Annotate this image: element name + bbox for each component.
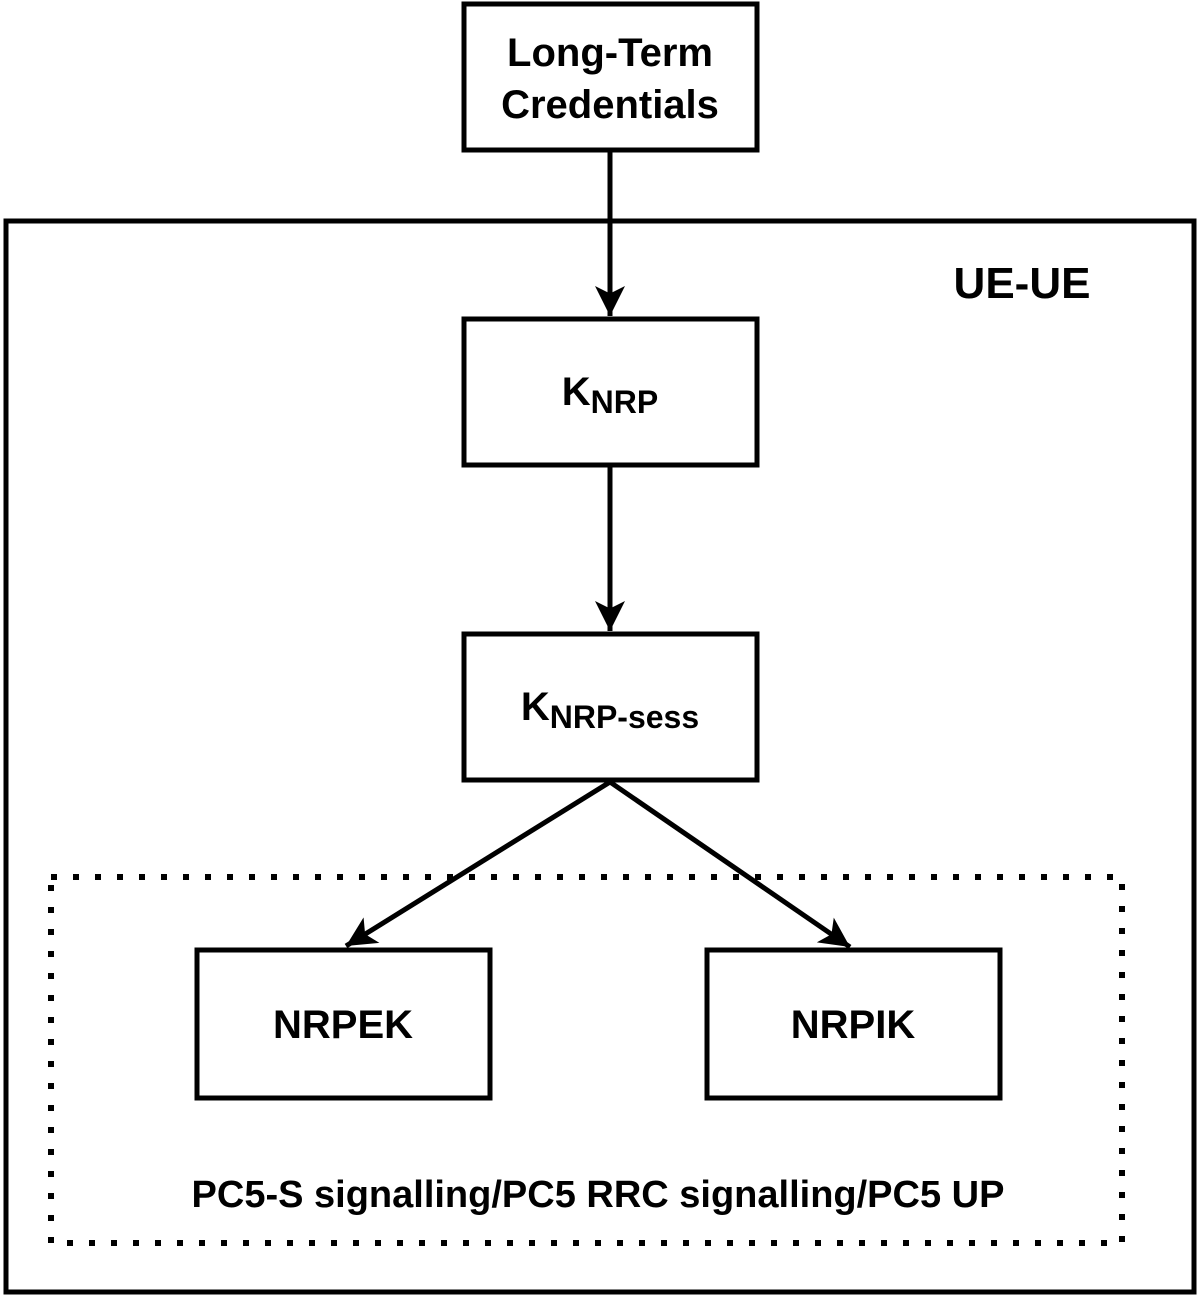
ue-ue-container [3, 218, 1197, 1295]
knrp-sess-main: K [521, 685, 550, 729]
arrow-knrp-sess-to-nrpek [344, 779, 612, 949]
knrp-main: K [562, 370, 591, 414]
knrp-label: KNRP [562, 370, 658, 420]
knrp-subscript: NRP [591, 384, 659, 420]
ue-ue-label: UE-UE [954, 259, 1091, 308]
pc5-group-box [48, 874, 1125, 1246]
nrpek-label: NRPEK [273, 1003, 413, 1047]
nrpik-box [704, 947, 1003, 1101]
knrp-sess-subscript: NRP-sess [550, 699, 699, 735]
arrow-knrp-sess-to-nrpik [608, 779, 852, 950]
long-term-credentials-line2: Credentials [501, 83, 719, 127]
nrpek-box [194, 947, 493, 1101]
long-term-credentials-line1: Long-Term [507, 31, 713, 75]
pc5-group-label: PC5-S signalling/PC5 RRC signalling/PC5 … [192, 1174, 1005, 1216]
nrpik-label: NRPIK [791, 1003, 916, 1047]
knrp-sess-box [461, 631, 760, 783]
long-term-credentials-box [461, 1, 760, 153]
knrp-sess-label: KNRP-sess [521, 685, 699, 735]
